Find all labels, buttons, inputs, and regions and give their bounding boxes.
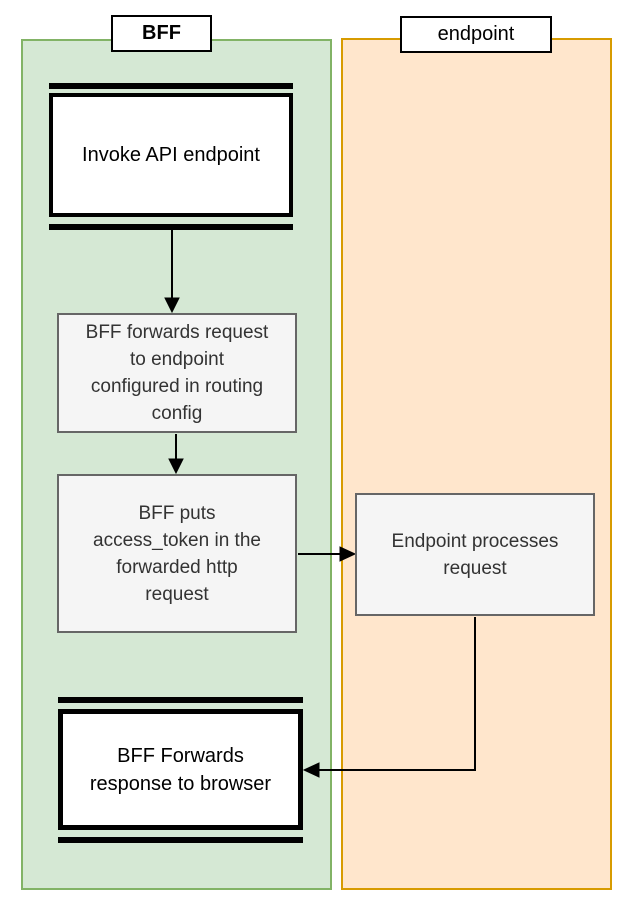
- arrow-endpoint-to-respond: [302, 617, 476, 778]
- lane-title-endpoint: endpoint: [400, 16, 552, 53]
- arrow-token-to-endpoint: [298, 546, 357, 562]
- node-label: BFF puts access_token in the forwarded h…: [93, 502, 261, 605]
- node-label: BFF forwards request to endpoint configu…: [85, 322, 269, 424]
- node-invoke-api-endpoint: Invoke API endpoint: [49, 83, 293, 230]
- node-label: BFF Forwards response to browser: [89, 744, 272, 795]
- node-box: Invoke API endpoint: [49, 93, 293, 217]
- lane-title-bff-label: BFF: [142, 22, 181, 44]
- lane-title-endpoint-label: endpoint: [437, 23, 515, 45]
- node-endpoint-processes-request: Endpoint processes request: [355, 493, 595, 616]
- terminal-bottom-bar: [49, 224, 293, 230]
- lane-endpoint: [341, 38, 612, 890]
- arrow-invoke-to-forward: [164, 230, 180, 314]
- terminal-top-bar: [49, 83, 293, 89]
- terminal-bottom-bar: [58, 837, 303, 843]
- terminal-top-bar: [58, 697, 303, 703]
- node-label: Invoke API endpoint: [82, 144, 260, 166]
- node-box: BFF Forwards response to browser: [58, 709, 303, 830]
- node-bff-forwards-request: BFF forwards request to endpoint configu…: [57, 313, 297, 433]
- node-bff-puts-access-token: BFF puts access_token in the forwarded h…: [57, 474, 297, 633]
- arrow-forward-to-token: [168, 434, 184, 475]
- lane-title-bff: BFF: [111, 15, 212, 52]
- node-label: Endpoint processes request: [391, 530, 559, 579]
- node-bff-forwards-response: BFF Forwards response to browser: [58, 697, 303, 843]
